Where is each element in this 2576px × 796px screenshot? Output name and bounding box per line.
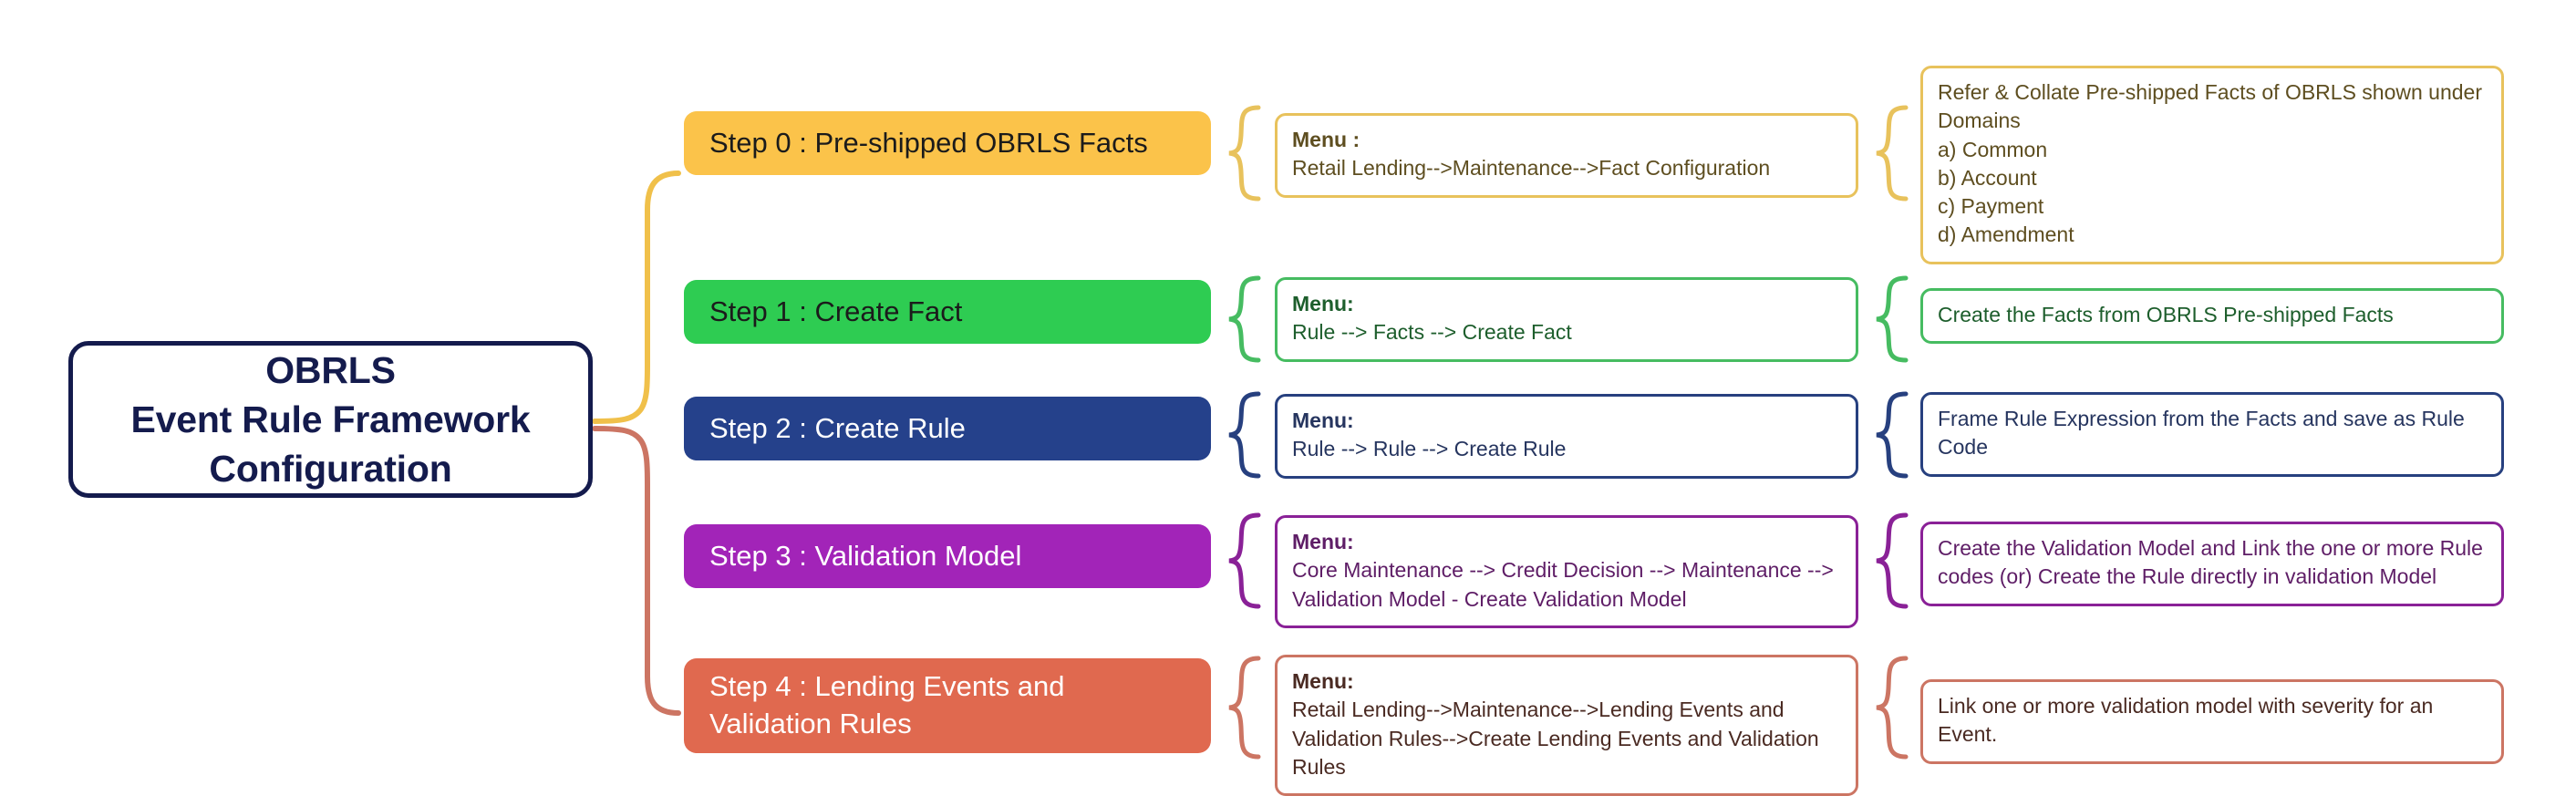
menu-box-4[interactable]: Menu: Retail Lending-->Maintenance-->Len… (1275, 655, 1858, 796)
brace-step0-to-menu (1228, 105, 1261, 202)
brace-menu-to-desc-step0 (1876, 105, 1909, 202)
step-box-4[interactable]: Step 4 : Lending Events and Validation R… (684, 658, 1211, 753)
description-box-3[interactable]: Create the Validation Model and Link the… (1920, 522, 2504, 606)
step-label-1: Step 1 : Create Fact (709, 295, 963, 327)
brace-menu-to-desc-step1 (1876, 275, 1909, 363)
menu-path-3: Core Maintenance --> Credit Decision -->… (1292, 558, 1834, 611)
menu-path-1: Rule --> Facts --> Create Fact (1292, 320, 1572, 345)
step-label-4: Step 4 : Lending Events and Validation R… (709, 670, 1065, 739)
step-box-2[interactable]: Step 2 : Create Rule (684, 397, 1211, 460)
description-box-1[interactable]: Create the Facts from OBRLS Pre-shipped … (1920, 288, 2504, 345)
description-box-4[interactable]: Link one or more validation model with s… (1920, 679, 2504, 764)
step-label-2: Step 2 : Create Rule (709, 411, 966, 444)
step-label-3: Step 3 : Validation Model (709, 539, 1022, 572)
menu-box-2[interactable]: Menu: Rule --> Rule --> Create Rule (1275, 394, 1858, 479)
description-text-0: Refer & Collate Pre-shipped Facts of OBR… (1938, 80, 2483, 247)
menu-box-0[interactable]: Menu : Retail Lending-->Maintenance-->Fa… (1275, 113, 1858, 198)
brace-menu-to-desc-step3 (1876, 512, 1909, 609)
brace-menu-to-desc-step2 (1876, 391, 1909, 479)
description-box-0[interactable]: Refer & Collate Pre-shipped Facts of OBR… (1920, 66, 2504, 264)
mindmap-diagram: OBRLS Event Rule Framework Configuration… (68, 66, 2504, 796)
step-box-3[interactable]: Step 3 : Validation Model (684, 524, 1211, 588)
root-node-title: OBRLS Event Rule Framework Configuration (130, 346, 530, 493)
brace-step3-to-menu (1228, 512, 1261, 609)
connector-root-to-step4 (592, 426, 681, 716)
connector-root-to-step0 (592, 171, 681, 424)
menu-path-2: Rule --> Rule --> Create Rule (1292, 437, 1567, 461)
root-node[interactable]: OBRLS Event Rule Framework Configuration (68, 341, 593, 498)
step-box-0[interactable]: Step 0 : Pre-shipped OBRLS Facts (684, 111, 1211, 175)
brace-step4-to-menu (1228, 656, 1261, 760)
root-line-2: Event Rule Framework (130, 398, 531, 440)
root-line-3: Configuration (209, 448, 452, 491)
brace-step1-to-menu (1228, 275, 1261, 363)
menu-path-0: Retail Lending-->Maintenance-->Fact Conf… (1292, 156, 1771, 181)
menu-title-2: Menu: (1292, 408, 1354, 432)
root-line-1: OBRLS (265, 348, 396, 391)
description-text-3: Create the Validation Model and Link the… (1938, 536, 2483, 589)
menu-box-3[interactable]: Menu: Core Maintenance --> Credit Decisi… (1275, 515, 1858, 628)
menu-title-1: Menu: (1292, 292, 1354, 315)
description-text-1: Create the Facts from OBRLS Pre-shipped … (1938, 303, 2394, 326)
description-box-2[interactable]: Frame Rule Expression from the Facts and… (1920, 392, 2504, 477)
description-text-4: Link one or more validation model with s… (1938, 694, 2434, 747)
step-label-0: Step 0 : Pre-shipped OBRLS Facts (709, 126, 1148, 159)
menu-path-4: Retail Lending-->Maintenance-->Lending E… (1292, 698, 1819, 779)
brace-menu-to-desc-step4 (1876, 656, 1909, 760)
brace-step2-to-menu (1228, 391, 1261, 479)
menu-title-0: Menu : (1292, 128, 1360, 151)
description-text-2: Frame Rule Expression from the Facts and… (1938, 407, 2465, 460)
menu-title-3: Menu: (1292, 530, 1354, 553)
step-box-1[interactable]: Step 1 : Create Fact (684, 280, 1211, 344)
menu-title-4: Menu: (1292, 669, 1354, 693)
menu-box-1[interactable]: Menu: Rule --> Facts --> Create Fact (1275, 277, 1858, 362)
